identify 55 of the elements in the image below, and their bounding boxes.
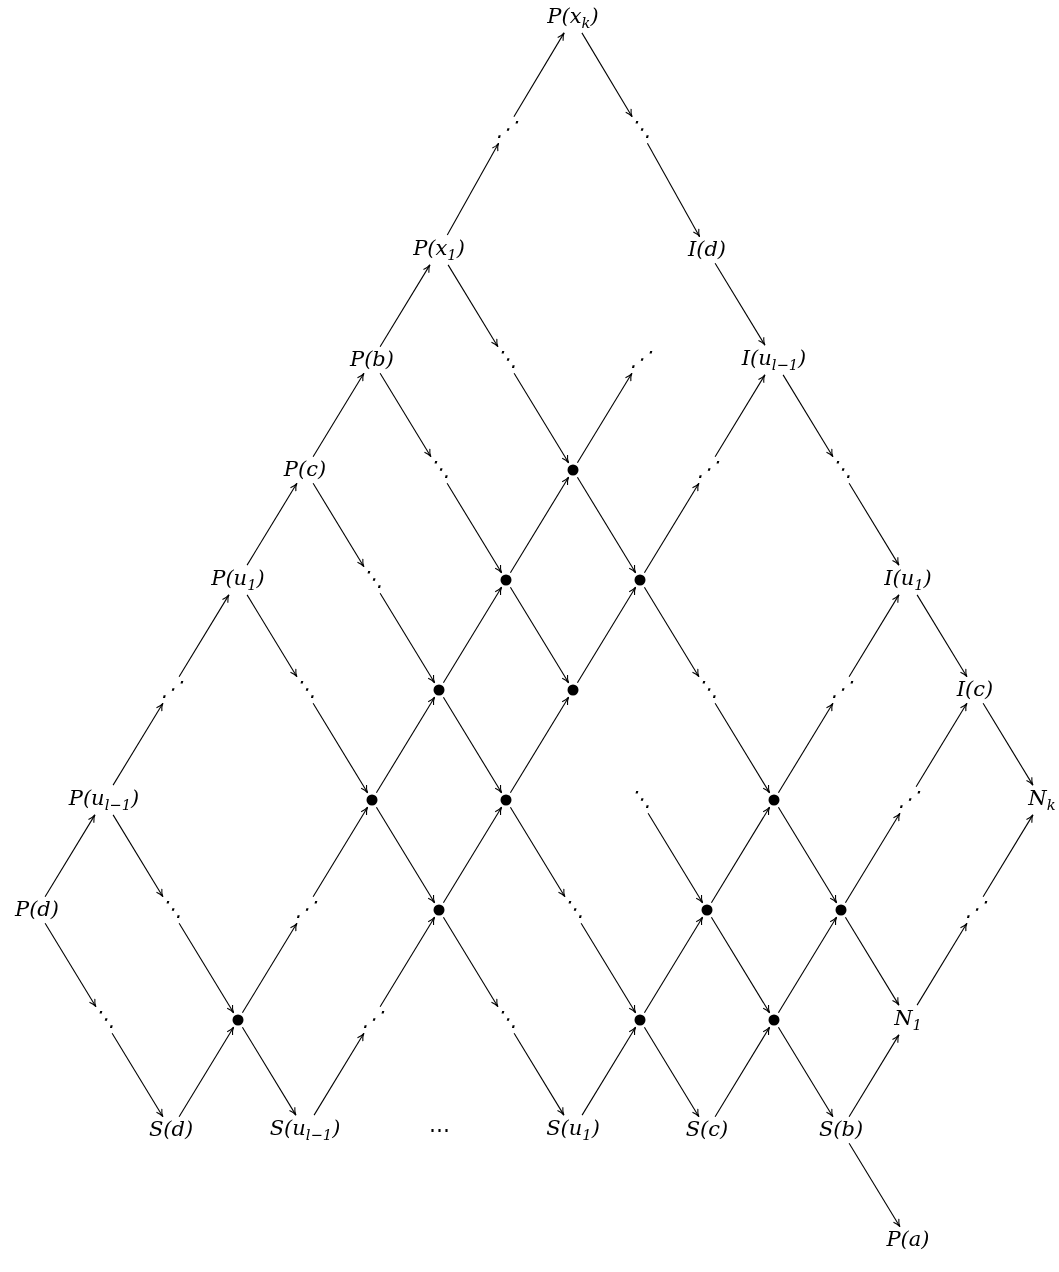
ellipsis-dots: ⋯ <box>428 1118 450 1142</box>
math-term: P(a) <box>886 1228 930 1252</box>
math-term: P(u$_{l−1}$) <box>68 786 140 814</box>
vertex-dot <box>567 464 579 476</box>
vertex-dot <box>433 684 445 696</box>
vertex-dot <box>433 904 445 916</box>
math-term: S(c) <box>685 1118 729 1142</box>
ellipsis-dots: ⋱ <box>294 678 316 702</box>
ellipsis-dots: ⋰ <box>897 788 919 812</box>
vertex-dot <box>634 574 646 586</box>
vertex-dot <box>232 1014 244 1026</box>
ellipsis-dots: ⋱ <box>830 458 852 482</box>
ellipsis-dots: ⋱ <box>361 568 383 592</box>
ellipsis-dots: ⋱ <box>495 348 517 372</box>
vertex-dot <box>701 904 713 916</box>
vertex-dot <box>835 904 847 916</box>
math-term: P(x$_{k}$) <box>547 4 599 32</box>
math-term: I(u$_{l−1}$) <box>741 346 807 374</box>
math-term: P(x$_{1}$) <box>413 236 465 264</box>
ellipsis-dots: ⋰ <box>160 678 182 702</box>
ellipsis-dots: ⋰ <box>964 898 986 922</box>
ellipsis-dots: ⋱ <box>495 1008 517 1032</box>
math-term: S(b) <box>818 1118 864 1142</box>
vertex-dot <box>500 794 512 806</box>
ellipsis-dots: ⋱ <box>93 1008 115 1032</box>
math-term: P(d) <box>15 898 59 922</box>
math-term: S(u$_{1}$) <box>546 1116 600 1144</box>
vertex-dot <box>366 794 378 806</box>
math-term: I(u$_{1}$) <box>884 566 932 594</box>
vertex-dot <box>500 574 512 586</box>
ellipsis-dots: ⋰ <box>294 898 316 922</box>
math-term: N$_{1}$ <box>894 1006 922 1034</box>
math-term: P(c) <box>283 458 327 482</box>
ellipsis-dots: ⋱ <box>629 118 651 142</box>
vertex-dot <box>567 684 579 696</box>
math-term: P(b) <box>350 348 394 372</box>
ellipsis-dots: ⋰ <box>495 118 517 142</box>
vertex-dot <box>768 1014 780 1026</box>
ellipsis-dots: ⋱ <box>562 898 584 922</box>
vertex-dot <box>634 1014 646 1026</box>
math-term: I(c) <box>956 678 994 702</box>
vertex-dot <box>768 794 780 806</box>
ellipsis-dots: ⋰ <box>361 1008 383 1032</box>
math-term: N$_{k}$ <box>1028 786 1056 814</box>
ellipsis-dots: ⋱ <box>160 898 182 922</box>
math-term: S(d) <box>148 1118 194 1142</box>
math-term: S(u$_{l−1}$) <box>269 1116 341 1144</box>
math-term: I(d) <box>687 238 727 262</box>
ellipsis-dots: ⋰ <box>696 458 718 482</box>
ellipsis-dots: ⋱ <box>629 788 651 812</box>
ellipsis-dots: ⋰ <box>629 348 651 372</box>
math-term: P(u$_{1}$) <box>211 566 265 594</box>
ellipsis-dots: ⋱ <box>428 458 450 482</box>
ellipsis-dots: ⋰ <box>830 678 852 702</box>
ellipsis-dots: ⋱ <box>696 678 718 702</box>
